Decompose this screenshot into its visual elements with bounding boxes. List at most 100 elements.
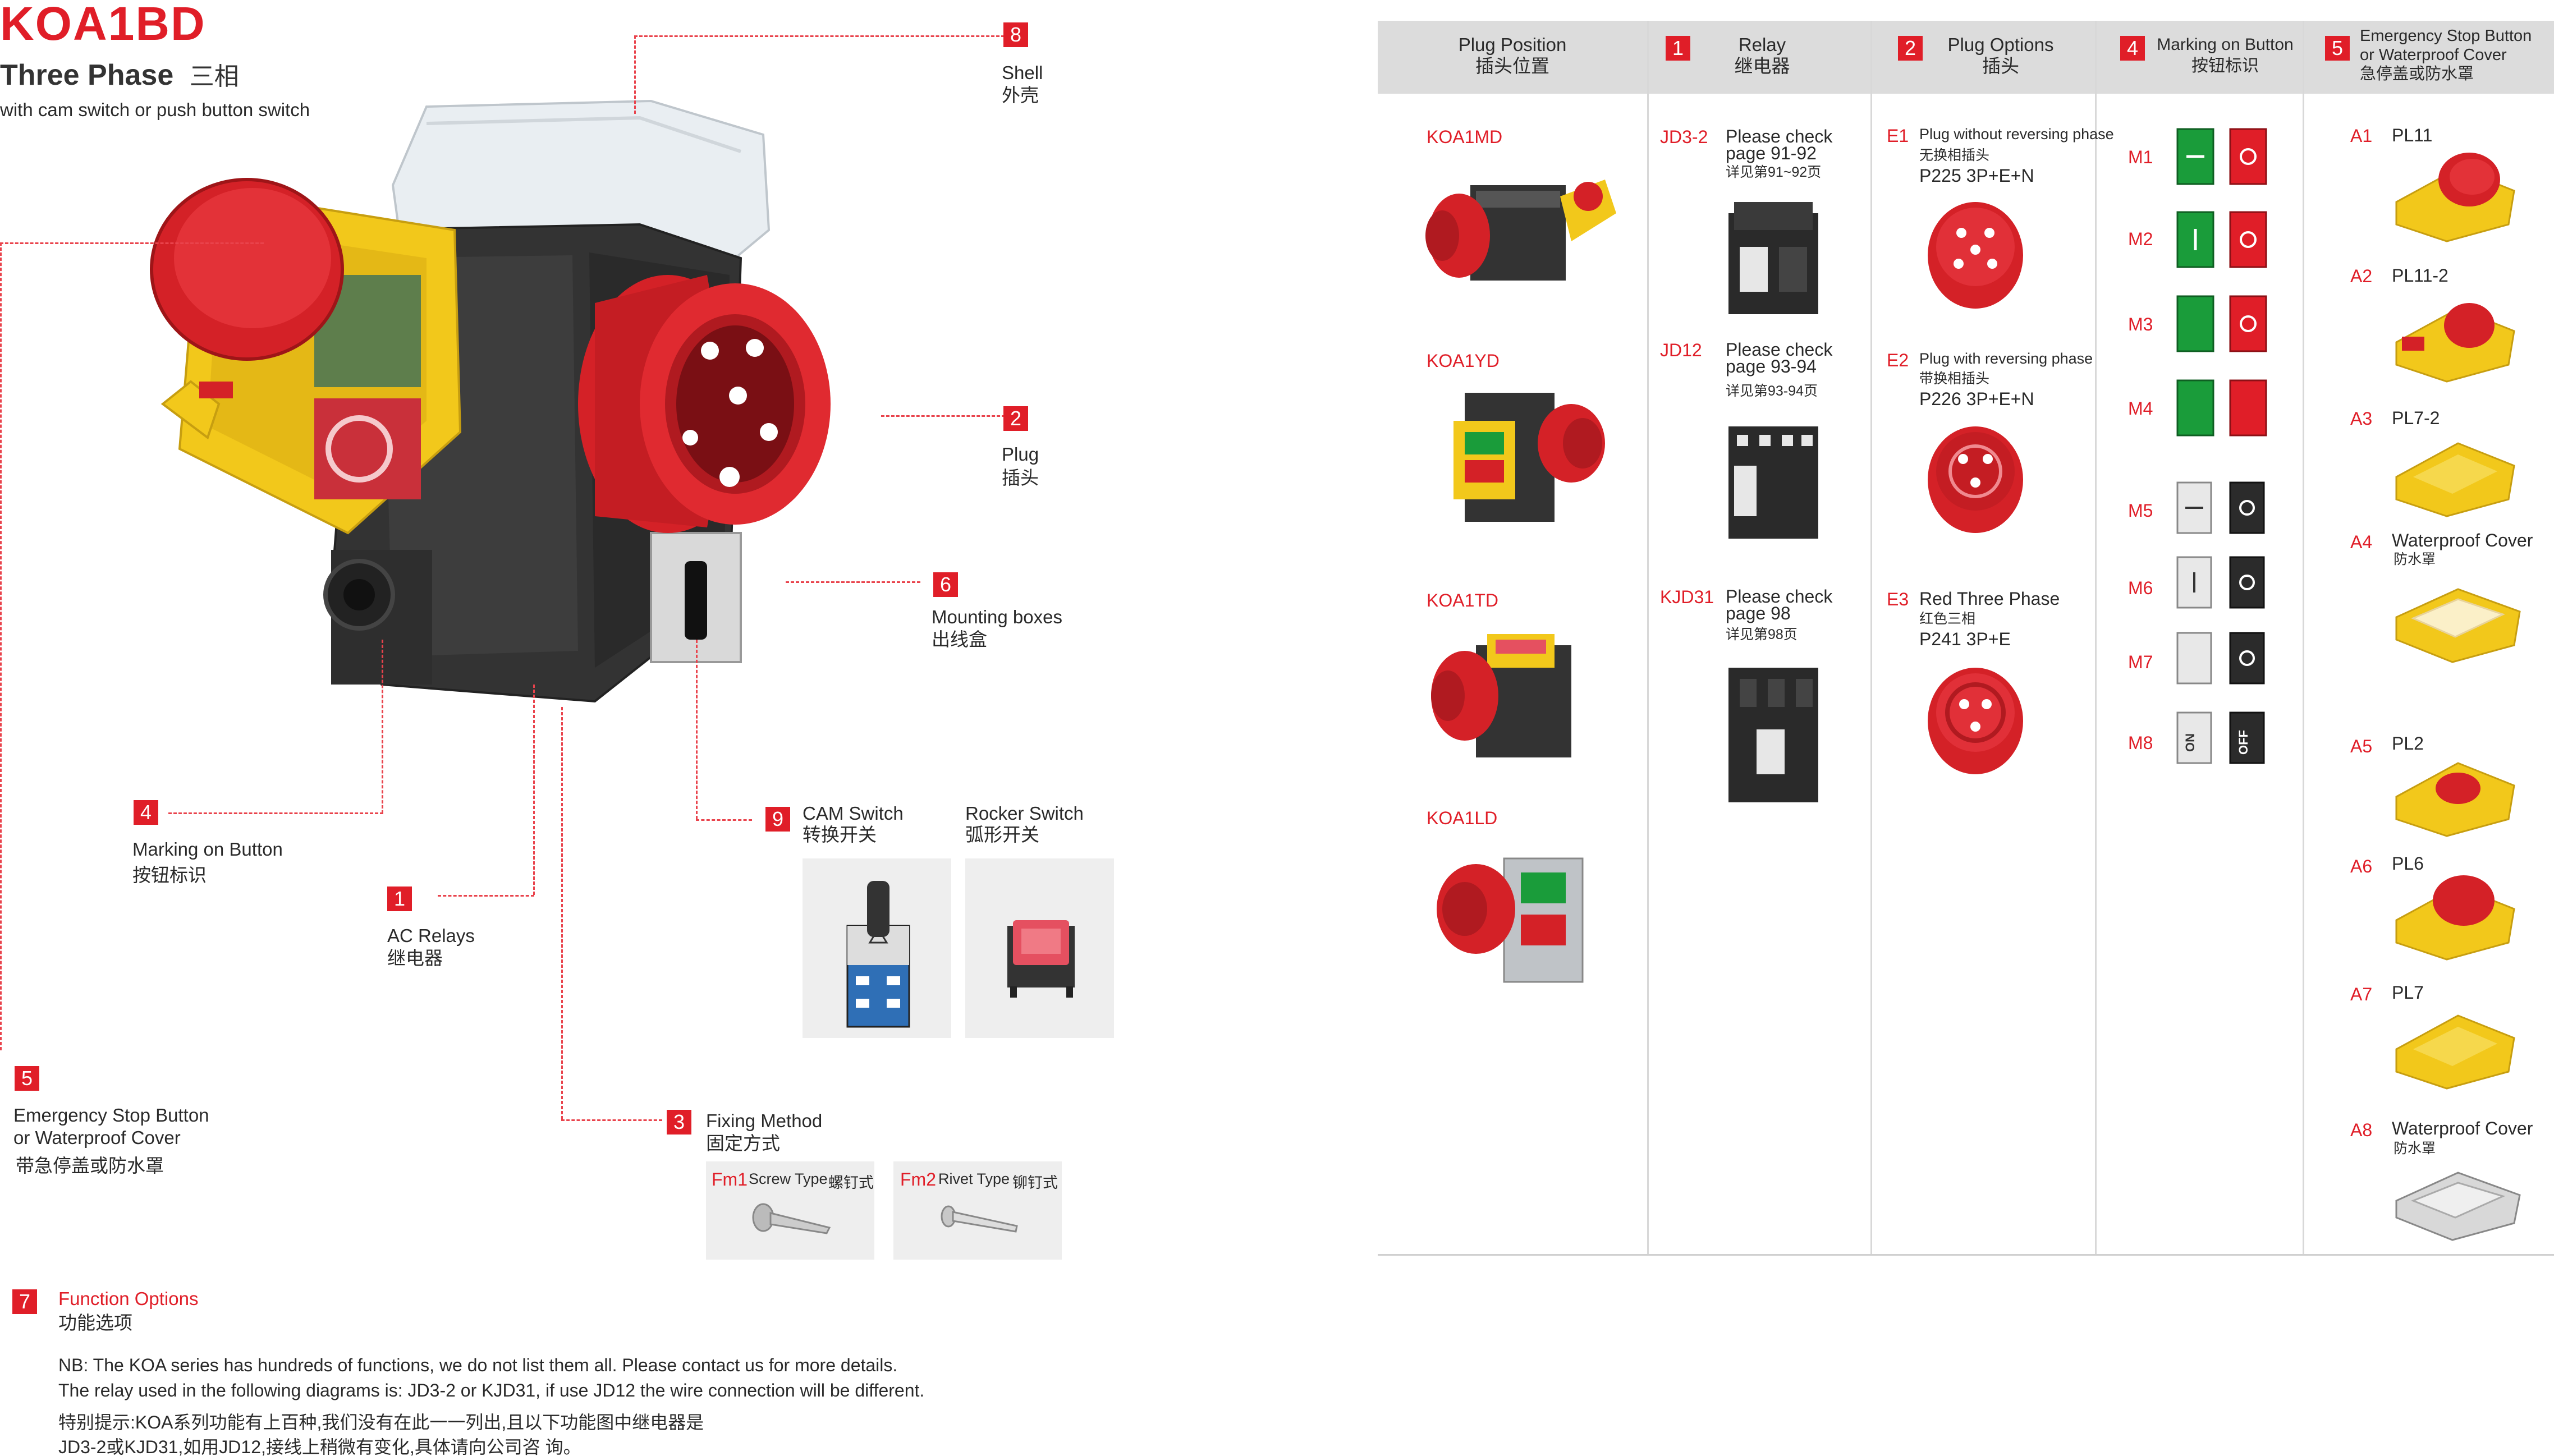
relay-kjd31-code: KJD31: [1660, 587, 1714, 607]
fm1-cn: 螺钉式: [828, 1174, 874, 1191]
header-badge-plug: 2: [1898, 36, 1923, 61]
cover-a2-label: PL11-2: [2392, 265, 2448, 286]
marking-buttons-m5-m8: [2176, 481, 2265, 764]
callout-badge-fixing: 3: [667, 1110, 691, 1135]
header-relay-cn: 继电器: [1734, 56, 1790, 76]
fm1-code: Fm1: [712, 1169, 748, 1189]
header-plug-options: Plug Options 插头: [1931, 21, 2071, 94]
plug-e1-model: P225 3P+E+N: [1919, 166, 2034, 186]
relay-jd3-2-image: [1728, 202, 1818, 314]
callout-marking-en: Marking on Button: [132, 839, 283, 860]
phase-en: Three Phase: [0, 59, 174, 91]
phase-cn: 三相: [189, 63, 239, 90]
plug-e1-image: [1928, 202, 2023, 309]
header-cover-en2: or Waterproof Cover: [2360, 46, 2507, 64]
fm2-cn: 铆钉式: [1012, 1174, 1058, 1191]
header-plug-position-en: Plug Position: [1458, 34, 1567, 55]
koa1bd-product-image: [150, 99, 831, 703]
header-badge-relay: 1: [1666, 36, 1690, 61]
callout-mounting-en: Mounting boxes: [932, 607, 1062, 627]
note-line-1: NB: The KOA series has hundreds of funct…: [58, 1355, 898, 1375]
callout-badge-function: 7: [12, 1289, 37, 1314]
relay-jd12-code: JD12: [1660, 340, 1702, 360]
fm2-code: Fm2: [900, 1169, 936, 1189]
cover-a7-code: A7: [2350, 984, 2373, 1004]
callout-estop-en2: or Waterproof Cover: [13, 1127, 181, 1148]
cover-a6-image: [2395, 875, 2515, 961]
callout-rocker-switch-en: Rocker Switch: [965, 803, 1084, 824]
cover-a3-image: [2395, 442, 2515, 517]
callout-marking-cn: 按钮标识: [132, 865, 207, 885]
note-line-4: JD3-2或KJD31,如用JD12,接线上稍微有变化,具体请向公司咨 询。: [58, 1437, 581, 1456]
col-divider: [2095, 21, 2097, 1255]
callout-fixing-en: Fixing Method: [706, 1110, 823, 1131]
cover-a5-code: A5: [2350, 736, 2373, 756]
callout-relays-cn: 继电器: [387, 948, 443, 968]
marking-m5-code: M5: [2128, 500, 2153, 521]
screw-icon: [752, 1203, 831, 1234]
relay-jd12-text1: Please check: [1726, 339, 1833, 360]
plug-e1-cn: 无换相插头: [1919, 148, 1990, 163]
cover-a5-label: PL2: [2392, 733, 2424, 754]
cover-a8-cn: 防水罩: [2393, 1141, 2436, 1156]
koa1md-image: [1425, 180, 1616, 281]
cover-a8-label: Waterproof Cover: [2392, 1118, 2533, 1138]
plug-e3-image: [1928, 668, 2023, 774]
plug-e3-code: E3: [1887, 589, 1909, 609]
marking-m8-off: OFF: [2236, 730, 2250, 755]
cover-a3-code: A3: [2350, 408, 2373, 429]
col-divider: [2303, 21, 2304, 1255]
marking-m8-on: ON: [2183, 733, 2197, 752]
callout-mounting-cn: 出线盒: [932, 629, 987, 650]
relay-jd12-image: [1728, 426, 1818, 539]
header-badge-cover: 5: [2325, 36, 2350, 61]
koa1ld-image: [1437, 857, 1584, 983]
relay-kjd31-text1: Please check: [1726, 586, 1833, 607]
koa1yd-image: [1453, 393, 1605, 522]
header-relay-en: Relay: [1738, 34, 1786, 55]
function-options-cn: 功能选项: [58, 1312, 132, 1333]
plug-e2-image: [1928, 426, 2023, 533]
plug-e3-text: Red Three Phase: [1919, 589, 2060, 609]
callout-badge-switch: 9: [765, 807, 790, 832]
plug-e3-cn: 红色三相: [1919, 611, 1976, 627]
header-cover-cn: 急停盖或防水罩: [2360, 65, 2474, 83]
col-divider: [1870, 21, 1872, 1255]
plug-position-koa1md: KOA1MD: [1427, 127, 1503, 147]
callout-badge-mounting: 6: [933, 572, 958, 597]
function-options-en: Function Options: [58, 1288, 199, 1309]
relay-jd3-2-cn: 详见第91~92页: [1726, 164, 1822, 180]
relay-jd12-cn: 详见第93-94页: [1726, 383, 1818, 399]
cover-a8-code: A8: [2350, 1120, 2373, 1140]
marking-m6-code: M6: [2128, 578, 2153, 598]
model-title: KOA1BD: [0, 0, 206, 50]
plug-position-koa1yd: KOA1YD: [1427, 351, 1500, 371]
callout-relays-en: AC Relays: [387, 925, 475, 946]
cover-a1-code: A1: [2350, 126, 2373, 146]
callout-rocker-switch-cn: 弧形开关: [965, 824, 1039, 845]
callout-estop-en1: Emergency Stop Button: [13, 1105, 209, 1126]
header-plug-options-en: Plug Options: [1947, 34, 2054, 55]
header-marking-cn: 按钮标识: [2191, 57, 2259, 75]
rocker-switch-image: [965, 858, 1114, 1038]
cover-a1-label: PL11: [2392, 125, 2433, 145]
marking-m8-code: M8: [2128, 733, 2153, 753]
marking-m3-code: M3: [2128, 314, 2153, 334]
callout-badge-plug: 2: [1003, 406, 1028, 431]
callout-plug-en: Plug: [1002, 444, 1039, 465]
rivet-type-panel: Fm2 Rivet Type 铆钉式: [893, 1161, 1062, 1260]
header-badge-marking: 4: [2120, 36, 2145, 61]
fm1-label: Screw Type: [749, 1170, 828, 1187]
callout-cam-switch-en: CAM Switch: [803, 803, 904, 824]
cover-a2-image: [2395, 303, 2515, 383]
callout-badge-marking: 4: [134, 800, 158, 825]
product-subtitle: with cam switch or push button switch: [0, 99, 310, 120]
cover-a8-image: [2395, 1172, 2521, 1241]
callout-fixing-cn: 固定方式: [706, 1133, 780, 1154]
relay-kjd31-image: [1728, 668, 1818, 802]
callout-badge-estop: 5: [15, 1066, 39, 1091]
plug-e3-model: P241 3P+E: [1919, 629, 2011, 649]
screw-type-panel: Fm1 Screw Type 螺钉式: [706, 1161, 874, 1260]
plug-e1-text: Plug without reversing phase: [1919, 126, 2114, 143]
plug-e2-model: P226 3P+E+N: [1919, 389, 2034, 409]
